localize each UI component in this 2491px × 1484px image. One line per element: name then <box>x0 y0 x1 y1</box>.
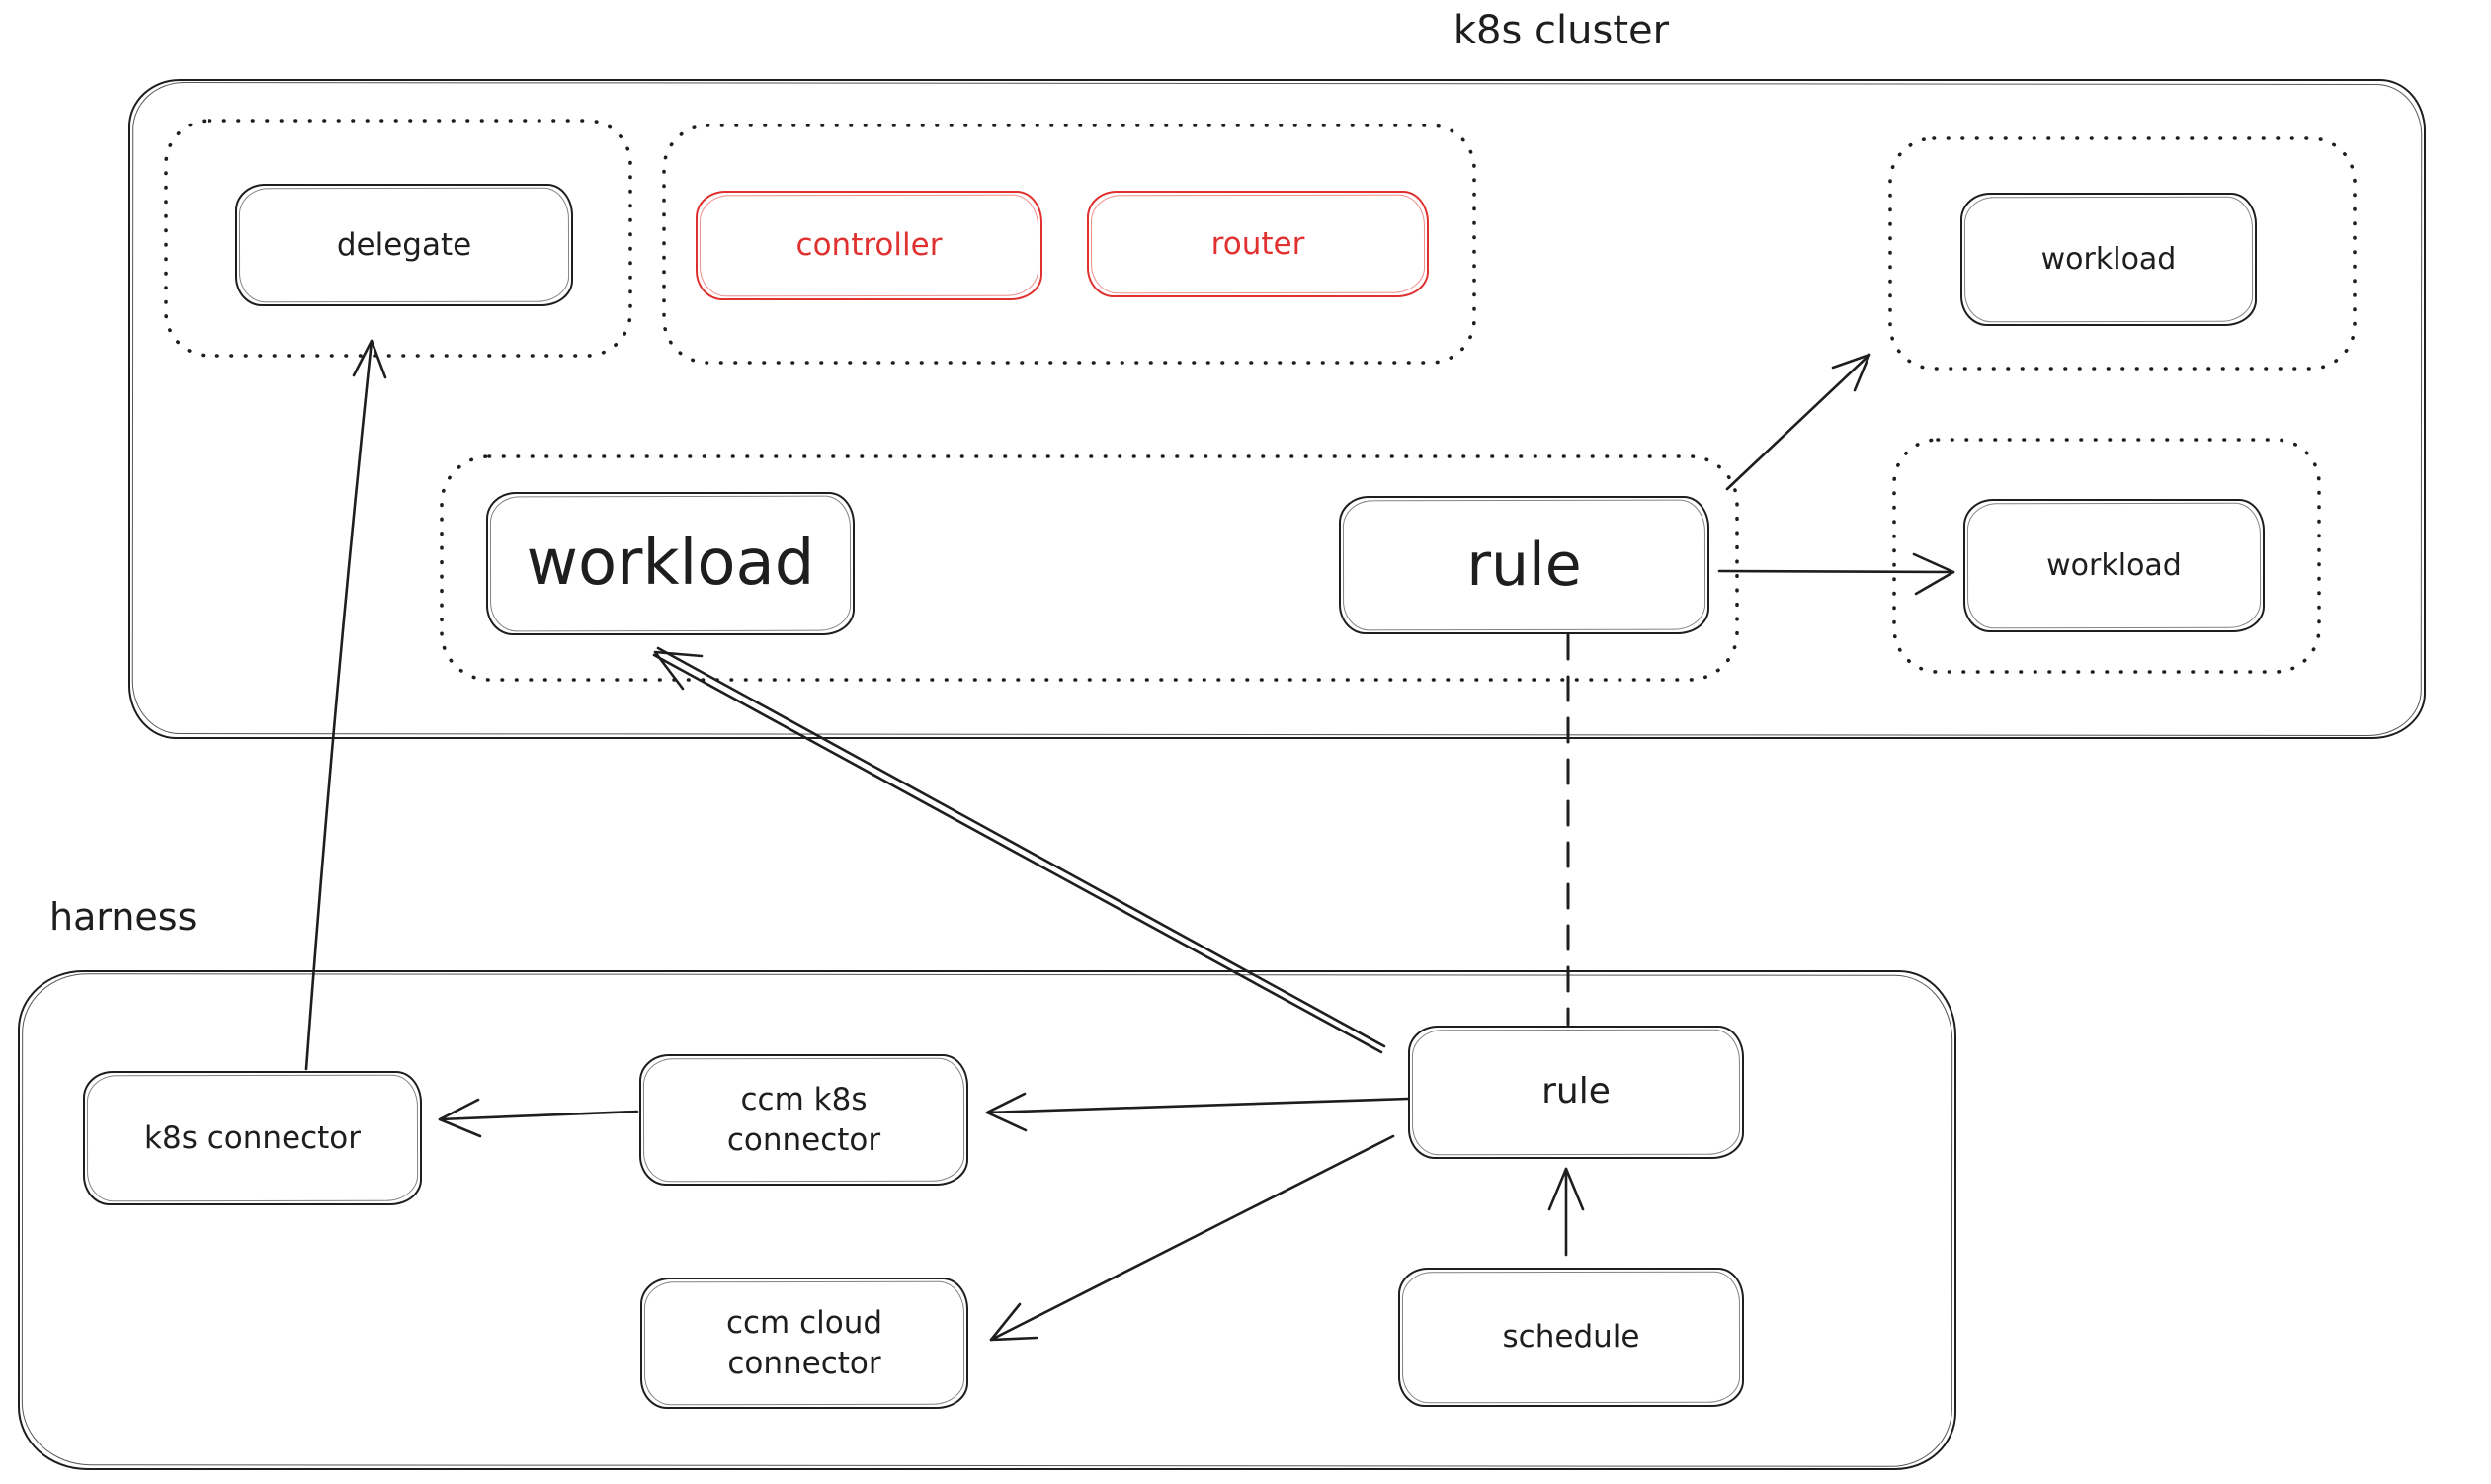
rule-cluster-label: rule <box>1466 531 1582 600</box>
workload-main-node: workload <box>486 492 855 635</box>
schedule-node: schedule <box>1398 1268 1744 1407</box>
k8s-cluster-title: k8s cluster <box>1453 8 1670 53</box>
k8s-connector-node: k8s connector <box>83 1071 422 1205</box>
schedule-label: schedule <box>1502 1319 1640 1356</box>
workload-top-right-node: workload <box>1960 193 2257 326</box>
workload-mid-right-node: workload <box>1963 499 2265 632</box>
workload-mid-right-label: workload <box>2046 548 2182 583</box>
controller-label: controller <box>795 227 943 264</box>
workload-top-right-label: workload <box>2040 242 2177 277</box>
ccm-cloud-connector-node: ccm cloud connector <box>640 1278 968 1409</box>
router-label: router <box>1210 225 1305 262</box>
delegate-node: delegate <box>235 184 573 306</box>
k8s-cluster-frame <box>128 79 2426 739</box>
rule-harness-node: rule <box>1408 1026 1744 1159</box>
delegate-label: delegate <box>336 226 472 263</box>
controller-node: controller <box>696 191 1042 300</box>
ccm-k8s-connector-node: ccm k8s connector <box>639 1054 968 1186</box>
router-node: router <box>1087 191 1429 297</box>
workload-main-label: workload <box>526 526 815 600</box>
rule-harness-label: rule <box>1541 1071 1611 1113</box>
harness-title: harness <box>49 895 198 939</box>
ccm-cloud-connector-label: ccm cloud connector <box>725 1305 883 1381</box>
k8s-connector-label: k8s connector <box>144 1119 361 1156</box>
ccm-k8s-connector-label: ccm k8s connector <box>726 1082 881 1158</box>
rule-cluster-node: rule <box>1339 496 1709 634</box>
